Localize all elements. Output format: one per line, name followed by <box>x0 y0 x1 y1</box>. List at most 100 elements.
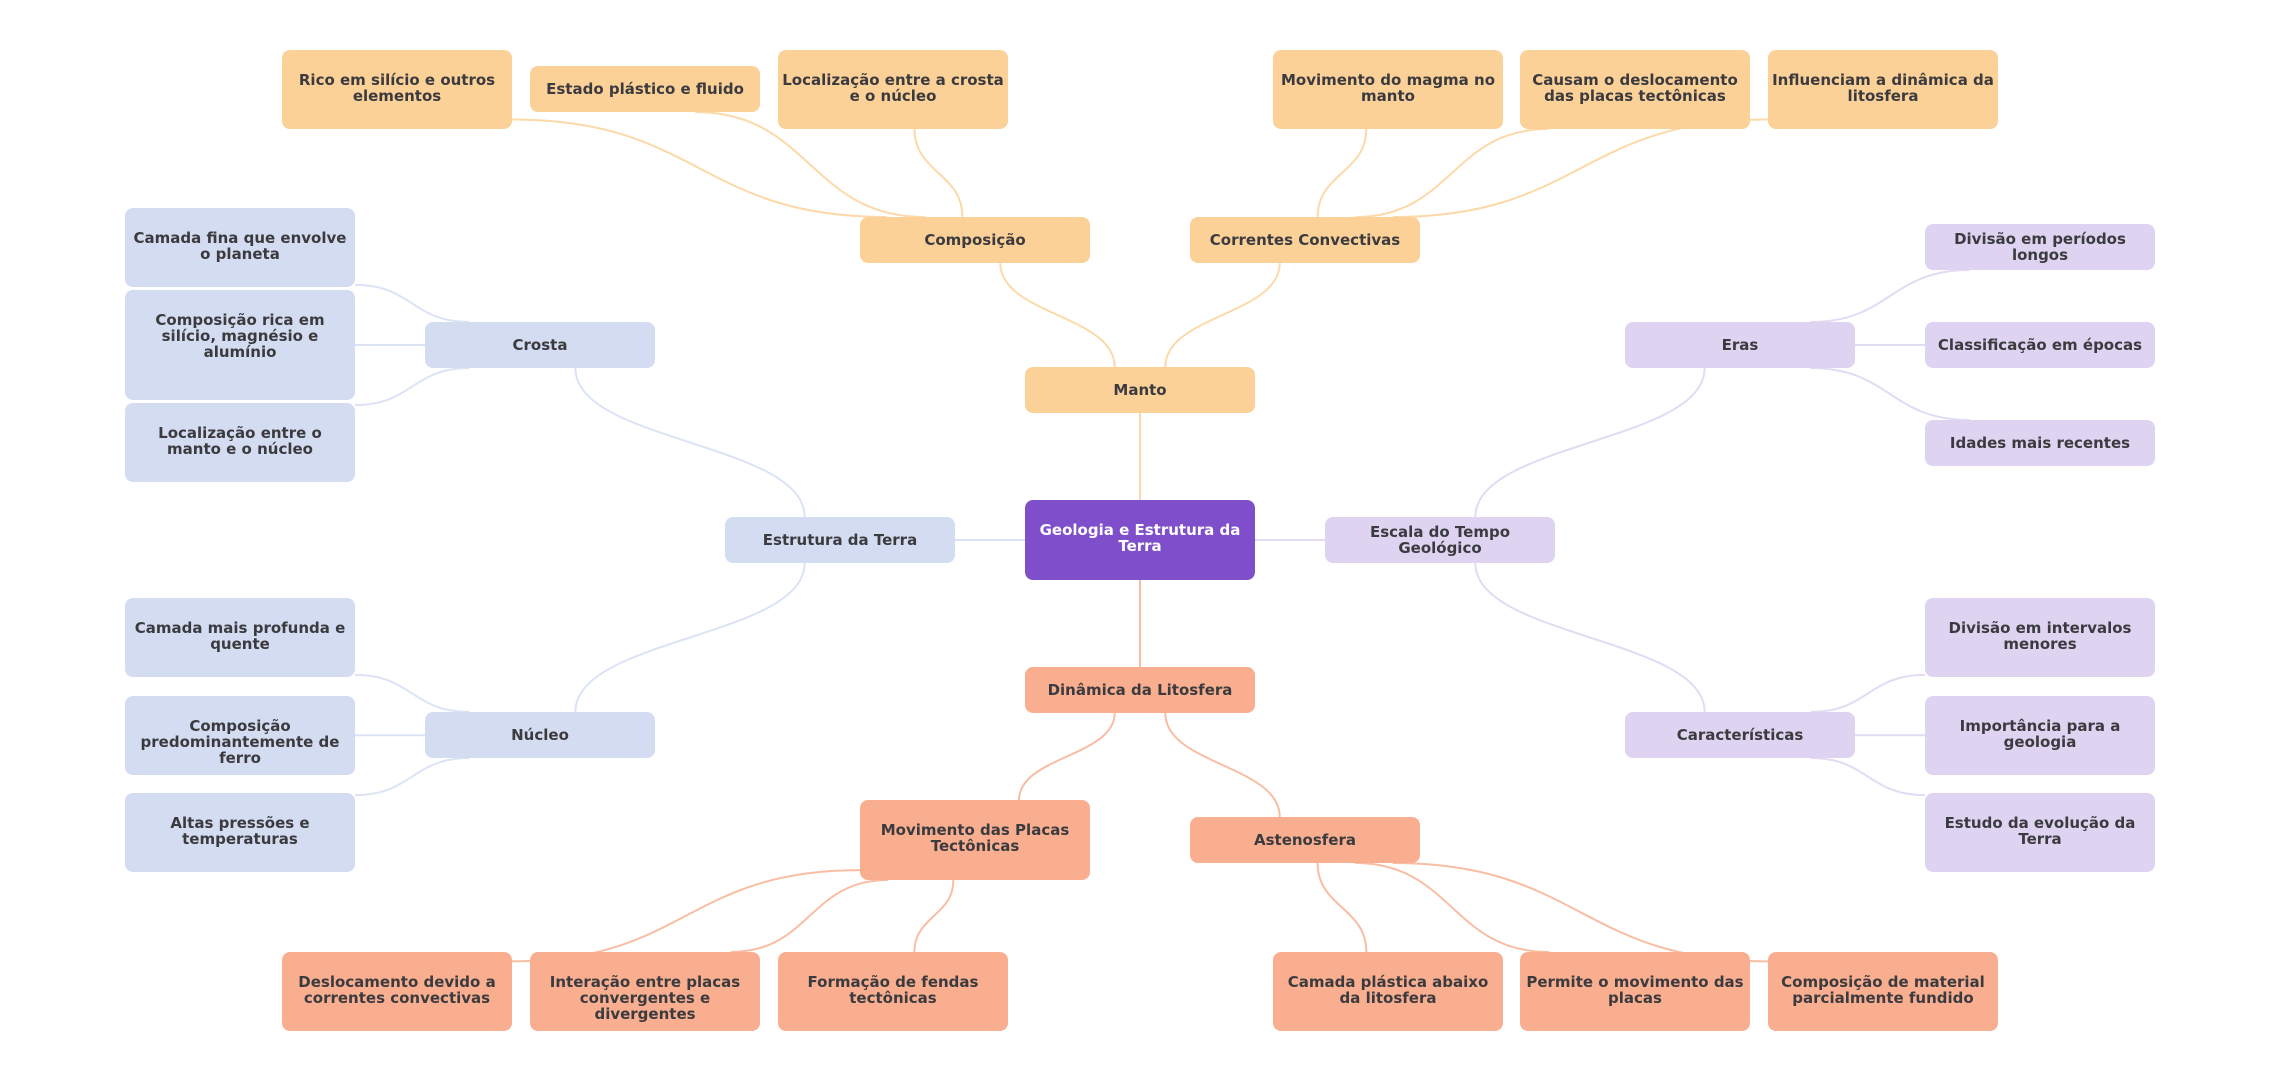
edge-caracteristicas-intervalos <box>1810 673 1926 713</box>
subtopic-node-crosta[interactable]: Crosta <box>425 322 655 368</box>
node-label: Núcleo <box>511 726 569 744</box>
leaf-node-loc_crosta_nucleo[interactable]: Localização entre a crosta e o núcleo <box>778 50 1008 129</box>
node-label: Dinâmica da Litosfera <box>1047 681 1233 699</box>
leaf-node-magma[interactable]: Movimento do magma no manto <box>1273 50 1503 129</box>
edge-correntes-influenciam <box>1393 118 1769 218</box>
node-label: Movimento do magma no manto <box>1280 71 1496 105</box>
leaf-node-deslocamento[interactable]: Deslocamento devido a correntes convecti… <box>282 952 512 1031</box>
node-label: Estudo da evolução da Terra <box>1944 814 2136 848</box>
subtopic-node-mov_placas[interactable]: Movimento das Placas Tectônicas <box>860 800 1090 880</box>
node-label: Camada fina que envolve o planeta <box>133 229 347 263</box>
leaf-node-loc_manto_nucleo[interactable]: Localização entre o manto e o núcleo <box>125 403 355 482</box>
leaf-node-importancia[interactable]: Importância para a geologia <box>1925 696 2155 775</box>
node-label: Interação entre placas convergentes e di… <box>549 973 741 1023</box>
edge-estrutura-nucleo <box>574 562 806 713</box>
edge-mov_placas-fendas <box>913 879 955 953</box>
edge-composicao-estado <box>695 111 925 218</box>
node-label: Rico em silício e outros elementos <box>298 71 496 105</box>
edge-escala-eras <box>1474 367 1706 518</box>
edge-composicao-rico <box>511 118 887 218</box>
edge-caracteristicas-evolucao <box>1810 757 1926 797</box>
node-label: Composição de material parcialmente fund… <box>1781 973 1985 1007</box>
edge-eras-periodos <box>1810 269 1970 323</box>
leaf-node-influenciam[interactable]: Influenciam a dinâmica da litosfera <box>1768 50 1998 129</box>
node-label: Deslocamento devido a correntes convecti… <box>298 973 496 1007</box>
node-label: Causam o deslocamento das placas tectôni… <box>1532 71 1738 105</box>
leaf-node-estado[interactable]: Estado plástico e fluido <box>530 66 760 112</box>
leaf-node-camada_fina[interactable]: Camada fina que envolve o planeta <box>125 208 355 287</box>
leaf-node-comp_ferro[interactable]: Composição predominantemente de ferro <box>125 696 355 775</box>
node-label: Crosta <box>512 336 568 354</box>
edge-correntes-causam <box>1355 128 1549 218</box>
node-label: Composição <box>924 231 1026 249</box>
node-label: Estrutura da Terra <box>762 531 918 549</box>
edge-astenosfera-comp_material <box>1392 862 1769 963</box>
branch-node-estrutura[interactable]: Estrutura da Terra <box>725 517 955 563</box>
edge-composicao-loc_crosta_nucleo <box>913 128 964 218</box>
edge-nucleo-altas_pressoes <box>354 757 470 797</box>
leaf-node-altas_pressoes[interactable]: Altas pressões e temperaturas <box>125 793 355 872</box>
edge-astenosfera-camada_plastica <box>1316 862 1368 953</box>
edge-astenosfera-permite <box>1355 862 1549 953</box>
node-label: Influenciam a dinâmica da litosfera <box>1772 71 1994 105</box>
leaf-node-periodos[interactable]: Divisão em períodos longos <box>1925 224 2155 270</box>
leaf-node-camada_profunda[interactable]: Camada mais profunda e quente <box>125 598 355 677</box>
node-label: Geologia e Estrutura da Terra <box>1039 521 1241 555</box>
subtopic-node-nucleo[interactable]: Núcleo <box>425 712 655 758</box>
node-label: Permite o movimento das placas <box>1526 973 1744 1007</box>
leaf-node-idades[interactable]: Idades mais recentes <box>1925 420 2155 466</box>
node-label: Localização entre a crosta e o núcleo <box>782 71 1004 105</box>
leaf-node-causam[interactable]: Causam o deslocamento das placas tectôni… <box>1520 50 1750 129</box>
leaf-node-fendas[interactable]: Formação de fendas tectônicas <box>778 952 1008 1031</box>
edge-mov_placas-deslocamento <box>511 869 861 963</box>
branch-node-dinamica[interactable]: Dinâmica da Litosfera <box>1025 667 1255 713</box>
node-label: Divisão em intervalos menores <box>1948 619 2132 653</box>
subtopic-node-composicao[interactable]: Composição <box>860 217 1090 263</box>
subtopic-node-eras[interactable]: Eras <box>1625 322 1855 368</box>
node-label: Importância para a geologia <box>1959 717 2121 751</box>
leaf-node-camada_plastica[interactable]: Camada plástica abaixo da litosfera <box>1273 952 1503 1031</box>
root-node[interactable]: Geologia e Estrutura da Terra <box>1025 500 1255 580</box>
edge-crosta-camada_fina <box>354 283 470 323</box>
node-label: Eras <box>1721 336 1759 354</box>
edge-manto-composicao <box>999 262 1116 368</box>
leaf-node-evolucao[interactable]: Estudo da evolução da Terra <box>1925 793 2155 872</box>
node-label: Características <box>1676 726 1804 744</box>
edge-correntes-magma <box>1316 128 1368 218</box>
node-label: Astenosfera <box>1253 831 1356 849</box>
edge-dinamica-mov_placas <box>1018 712 1116 801</box>
branch-node-manto[interactable]: Manto <box>1025 367 1255 413</box>
node-label: Classificação em épocas <box>1937 336 2143 354</box>
leaf-node-rico[interactable]: Rico em silício e outros elementos <box>282 50 512 129</box>
edge-crosta-loc_manto_nucleo <box>354 367 470 407</box>
edge-dinamica-astenosfera <box>1164 712 1281 818</box>
node-label: Localização entre o manto e o núcleo <box>158 424 322 458</box>
leaf-node-intervalos[interactable]: Divisão em intervalos menores <box>1925 598 2155 677</box>
edge-nucleo-camada_profunda <box>354 673 470 713</box>
edge-mov_placas-interacao <box>731 879 888 953</box>
edge-estrutura-crosta <box>574 367 806 518</box>
node-label: Formação de fendas tectônicas <box>807 973 979 1007</box>
subtopic-node-correntes[interactable]: Correntes Convectivas <box>1190 217 1420 263</box>
leaf-node-comp_rica[interactable]: Composição rica em silício, magnésio e a… <box>125 290 355 400</box>
node-label: Camada mais profunda e quente <box>134 619 346 653</box>
node-label: Correntes Convectivas <box>1209 231 1401 249</box>
node-label: Divisão em períodos longos <box>1954 230 2126 264</box>
node-label: Escala do Tempo Geológico <box>1369 523 1511 557</box>
leaf-node-permite[interactable]: Permite o movimento das placas <box>1520 952 1750 1031</box>
node-label: Manto <box>1113 381 1167 399</box>
leaf-node-comp_material[interactable]: Composição de material parcialmente fund… <box>1768 952 1998 1031</box>
subtopic-node-astenosfera[interactable]: Astenosfera <box>1190 817 1420 863</box>
leaf-node-interacao[interactable]: Interação entre placas convergentes e di… <box>530 952 760 1031</box>
branch-node-escala[interactable]: Escala do Tempo Geológico <box>1325 517 1555 563</box>
edge-eras-idades <box>1810 367 1970 421</box>
node-label: Composição rica em silício, magnésio e a… <box>155 311 325 361</box>
node-label: Camada plástica abaixo da litosfera <box>1287 973 1489 1007</box>
node-label: Idades mais recentes <box>1949 434 2131 452</box>
node-label: Movimento das Placas Tectônicas <box>880 821 1070 855</box>
subtopic-node-caracteristicas[interactable]: Características <box>1625 712 1855 758</box>
edge-manto-correntes <box>1164 262 1281 368</box>
leaf-node-epocas[interactable]: Classificação em épocas <box>1925 322 2155 368</box>
